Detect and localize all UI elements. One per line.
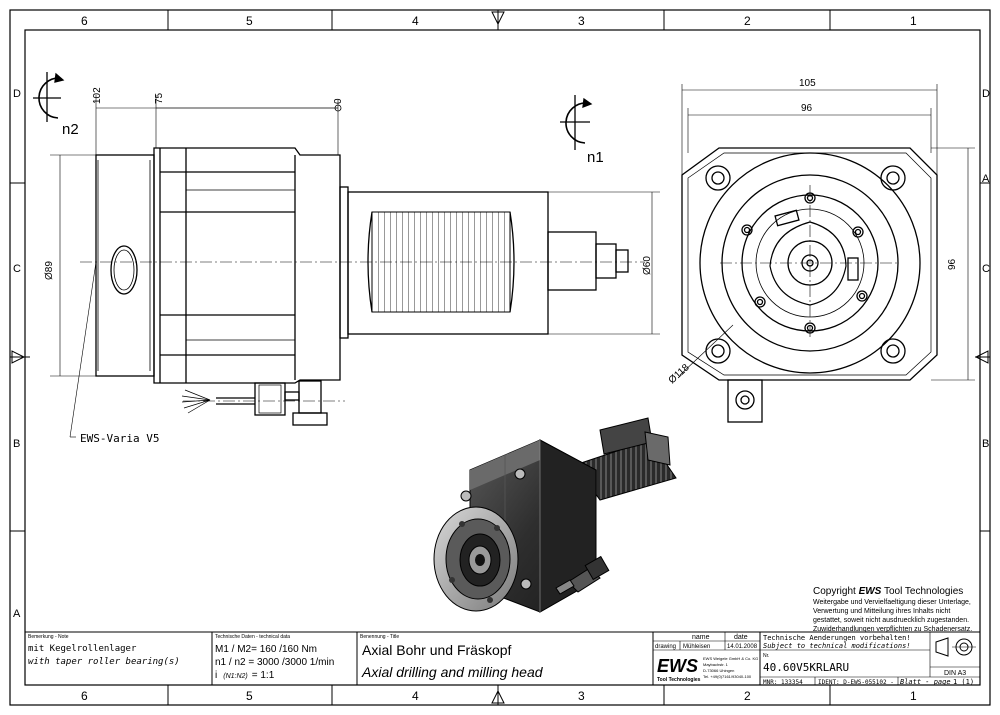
nr-label: Nr. [763, 653, 769, 659]
draw-date: 14.01.2008 [727, 644, 758, 650]
front-dimensions [679, 84, 975, 381]
col-date: date [734, 634, 748, 641]
title-block-text: Bemerkung - Note mit Kegelrollenlager wi… [28, 634, 974, 686]
zone-row-d: D [13, 88, 21, 100]
variant-label: EWS-Varia V5 [80, 432, 159, 445]
zone-labels-left: D C B A [13, 88, 21, 620]
copyright-line2: Weitergabe und Vervielfaeltigung dieser … [813, 599, 971, 606]
ident: IDENT: D-EWS-055102 - [818, 679, 894, 686]
drawing-number: 40.60V5KRLARU [763, 661, 849, 674]
dim-75: 75 [154, 92, 165, 104]
copyright-line1: Copyright EWS Tool Technologies [813, 586, 963, 597]
zone-row-b-right: B [982, 438, 989, 450]
centering-marks [10, 10, 990, 704]
paper-format: DIN A3 [944, 670, 966, 677]
rotation-symbols [33, 72, 593, 150]
zone-row-c-right: C [982, 263, 990, 275]
remark-en: with taper roller bearing(s) [28, 657, 180, 667]
front-view [681, 147, 938, 423]
copyright-line4: gestattet, soweit nicht ausdruecklich zu… [813, 617, 969, 624]
zone-col-3: 3 [578, 14, 585, 28]
dim-118: Ø118 [667, 362, 692, 386]
front-centerlines [720, 185, 900, 340]
company-logo-sub: Tool Technologies [657, 677, 701, 683]
copyright-note: Copyright EWS Tool Technologies Weiterga… [813, 586, 972, 633]
company-logo: EWS [657, 656, 698, 676]
zone-row-d-right: D [982, 88, 990, 100]
title-en: Axial drilling and milling head [361, 664, 544, 680]
sheet-label: Blatt - page [900, 678, 951, 686]
zone-col-3-bottom: 3 [578, 689, 585, 703]
row-drawing: drawing [655, 644, 676, 650]
zone-col-5: 5 [246, 14, 253, 28]
title-label: Benennung - Title [360, 634, 399, 640]
col-name: name [692, 634, 710, 641]
zone-col-1-bottom: 1 [910, 689, 917, 703]
zone-col-4-bottom: 4 [412, 689, 419, 703]
tech-line1: M1 / M2= 160 /160 Nm [215, 644, 317, 655]
company-addr2: Maybachstr. 1 [703, 662, 729, 667]
mod-de: Technische Aenderungen vorbehalten! [763, 634, 911, 642]
drawer-name: Mühleisen [683, 644, 710, 650]
dim-102: 102 [92, 87, 103, 104]
zone-col-2: 2 [744, 14, 751, 28]
side-centerline [80, 261, 645, 402]
zone-labels-right: D C B A [982, 88, 990, 450]
zone-labels-bottom: 6 5 4 3 2 1 [81, 689, 917, 703]
tech-line2: n1 / n2 = 3000 /3000 1/min [215, 657, 334, 668]
isometric-render [433, 417, 677, 613]
mnr: MNR: 133354 [763, 679, 803, 686]
dim-105: 105 [799, 78, 816, 89]
dim-89: Ø89 [44, 261, 55, 280]
zone-col-5-bottom: 5 [246, 689, 253, 703]
title-block [25, 631, 980, 685]
zone-row-a: A [13, 608, 21, 620]
zone-col-4: 4 [412, 14, 419, 28]
side-dimensions [50, 95, 660, 438]
remark-label: Bemerkung - Note [28, 634, 69, 640]
tech-line3: i(N1:N2)= 1:1 [215, 670, 275, 681]
copyright-line3: Verwertung und Mitteilung ihres Inhalts … [813, 608, 950, 615]
dim-0: 0 [333, 98, 344, 104]
remark-de: mit Kegelrollenlager [28, 644, 137, 654]
zone-col-6-bottom: 6 [81, 689, 88, 703]
side-view [95, 147, 629, 426]
zone-row-b: B [13, 438, 20, 450]
zone-col-6: 6 [81, 14, 88, 28]
label-n1: n1 [587, 149, 604, 166]
company-addr1: EWS Weigele GmbH & Co. KG [703, 656, 758, 661]
dim-60: Ø60 [642, 256, 653, 275]
zone-row-a-right: A [982, 173, 990, 185]
company-addr4: Tel. +49(0)7161/93040-100 [703, 674, 752, 679]
zone-col-1: 1 [910, 14, 917, 28]
side-dim-labels: 102 75 0 Ø89 Ø60 [44, 87, 653, 280]
tech-label: Technische Daten - technical data [215, 634, 290, 640]
label-n2: n2 [62, 121, 79, 138]
title-de: Axial Bohr und Fräskopf [362, 642, 512, 658]
dim-96-right: 96 [947, 258, 958, 270]
sheet-number: 1 (1) [953, 678, 974, 686]
zone-labels-top: 6 5 4 3 2 1 [81, 14, 917, 28]
copyright-line5: Zuwiderhandlungen verpflichten zu Schade… [813, 626, 972, 633]
company-addr3: D-73066 Uhingen [703, 668, 734, 673]
zone-row-c: C [13, 263, 21, 275]
zone-col-2-bottom: 2 [744, 689, 751, 703]
dim-96-top: 96 [801, 103, 813, 114]
front-dim-labels: 105 96 96 Ø118 [667, 78, 958, 386]
mod-en: Subject to technical modifications! [763, 642, 911, 650]
